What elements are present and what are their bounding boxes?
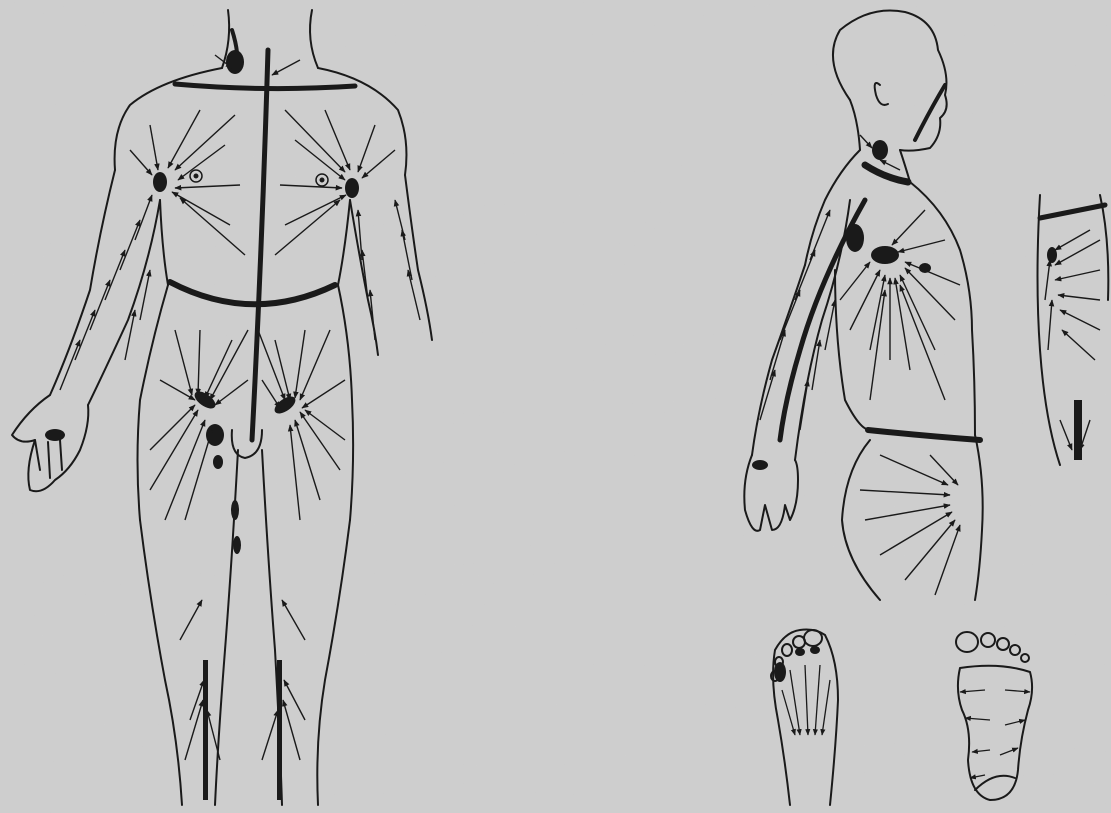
figure-canvas	[0, 0, 1111, 813]
lymphatic-drainage-figure	[0, 0, 1111, 813]
